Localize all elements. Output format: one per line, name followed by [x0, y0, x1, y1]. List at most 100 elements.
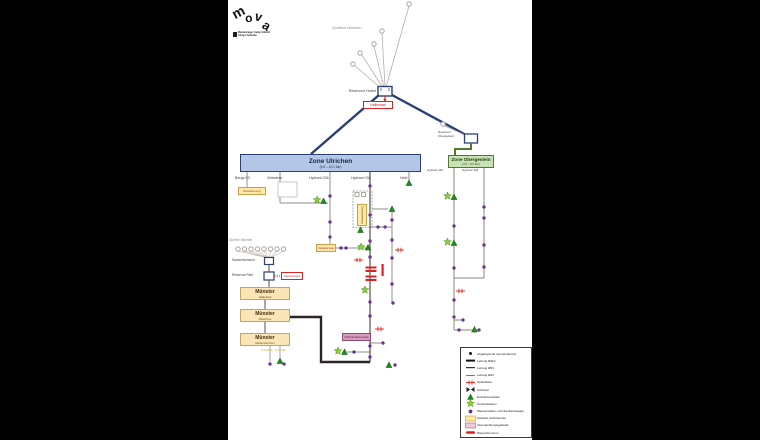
spring-icon	[440, 121, 446, 127]
control-star-icon	[356, 242, 366, 251]
node-dot-icon	[368, 239, 372, 243]
drop-label-3: Hydrant 036	[309, 176, 329, 180]
tap-label-2: Turnhalle	[275, 349, 286, 352]
building-outline	[277, 181, 298, 198]
spring-icon	[254, 246, 261, 252]
collector-box	[263, 256, 275, 266]
node-dot-icon	[339, 246, 343, 250]
offtake-triangle-icon	[276, 357, 284, 364]
legend-label: Abgabepunkt Gemeindenetz	[477, 351, 517, 356]
reservoir-hubel-box	[377, 85, 393, 97]
flush-point-icon	[394, 247, 405, 253]
control-star-icon	[443, 237, 452, 246]
zone-ulrichen-title: Zone Ulrichen	[308, 157, 353, 165]
spring-lines-muenster	[237, 250, 284, 259]
node-dot-icon	[368, 314, 372, 318]
muenster-box-3-title: Münster	[255, 334, 275, 341]
legend-label: Übernachtungsgelände	[477, 423, 509, 428]
ried-red-tag: Notverbund	[281, 272, 303, 280]
node-dot-icon	[282, 362, 286, 366]
red-bar-icon	[381, 264, 384, 276]
legend-row: Wasserstellen und Sanitäranlagen	[461, 408, 531, 415]
green-zone-pipe	[454, 143, 472, 155]
consumer-sanitary-box: Sanitäranlage	[316, 244, 336, 252]
node-dot-icon	[368, 213, 372, 217]
legend-label: Kontrollstellen	[477, 401, 497, 406]
hubel-red-tag: Hallenbad	[363, 101, 393, 109]
node-dot-icon	[368, 255, 372, 259]
legend-label: Schieber	[477, 387, 490, 392]
mova-logo: m o v a Bundeslager Camp fédéral Campo f…	[229, 2, 275, 45]
muenster-box-2: Münster Mittelzone	[240, 309, 290, 322]
spring-sources-ulrichen	[350, 1, 412, 67]
spring-icon	[241, 246, 248, 252]
node-dot-icon	[368, 355, 372, 359]
legend-row: Spülstellen	[461, 379, 531, 386]
node-dot-icon	[482, 216, 486, 220]
node-dot-icon	[482, 205, 486, 209]
drop-label-1: Berge 03	[235, 176, 250, 180]
zone-obergestein-title: Zone Obergestein	[451, 157, 491, 162]
legend-flush-point-icon	[463, 379, 477, 386]
node-dot-icon	[390, 218, 394, 222]
red-bar-icon	[365, 266, 377, 269]
spring-icon	[235, 246, 241, 252]
flush-point-icon	[455, 288, 466, 294]
legend-sanitary-consumer-icon	[463, 415, 477, 422]
logo-subtext: Bundeslager Camp fédéral Campo federale	[238, 31, 270, 38]
reservoir-hubel-label: Reservoir Hubel	[348, 88, 376, 93]
reservoir-obergestein-box	[463, 133, 479, 144]
legend-water-fountain-icon	[463, 429, 477, 436]
spring-icon	[357, 50, 363, 56]
legend-label: Leitung Ø32	[477, 373, 494, 378]
spring-icon	[248, 246, 254, 252]
offtake-triangle-icon	[385, 361, 393, 368]
node-dot-icon	[452, 224, 456, 228]
control-star-icon	[333, 346, 343, 355]
node-dot-icon	[328, 235, 332, 239]
legend-pipe-110-icon	[463, 357, 477, 364]
muenster-box-1: Münster Hallenbad	[240, 287, 290, 300]
legend-label: Spülstellen	[477, 380, 493, 385]
obergestein-drop-label-1: Hydrant 116	[427, 168, 444, 172]
spring-icon	[267, 246, 274, 252]
collector-label: Sammelschacht	[232, 258, 255, 262]
pump-icon	[361, 192, 366, 197]
legend-row: Sanitäre Verbraucher	[461, 415, 531, 422]
node-dot-icon	[368, 184, 372, 188]
legend-row: Leitung Ø110	[461, 357, 531, 364]
zone-obergestein-box: Zone Obergestein (3.5 – 8.5 bar)	[448, 155, 494, 168]
control-star-icon	[312, 195, 322, 204]
muenster-box-1-subtitle: Hallenbad	[258, 294, 272, 299]
offtake-triangle-icon	[320, 197, 327, 204]
legend-row: Schieber	[461, 386, 531, 393]
booster-box: Druckerhöhung	[357, 204, 367, 226]
tap-label-1: Schulhaus	[261, 349, 273, 352]
node-dot-icon	[452, 315, 456, 319]
drop-label-5: Held	[400, 176, 408, 180]
muenster-box-2-subtitle: Mittelzone	[258, 316, 272, 321]
node-dot-icon	[452, 266, 456, 270]
legend-overnight-area-icon	[463, 422, 477, 429]
legend-label: Wasserstellen und Sanitäranlagen	[477, 409, 525, 414]
node-dot-icon	[383, 225, 387, 229]
legend-row: Übernachtungsgelände	[461, 422, 531, 429]
muenster-box-2-title: Münster	[255, 310, 275, 317]
node-dot-icon	[482, 265, 486, 269]
zone-ulrichen-box: Zone Ulrichen (5.6 – 10.1 bar)	[240, 154, 421, 172]
diagram-page: m o v a Bundeslager Camp fédéral Campo f…	[228, 0, 532, 440]
node-dot-icon	[391, 301, 395, 305]
drop-label-2: Zeltwiese	[267, 176, 283, 180]
offtake-triangle-icon	[341, 348, 348, 355]
drop-label-4: Hydrant 038	[351, 176, 371, 180]
spring-lines-ulrichen	[354, 5, 410, 90]
reservoir-obergestein-label-1: Reservoir	[438, 130, 451, 134]
legend-control-point-icon	[463, 399, 477, 408]
offtake-points	[276, 179, 478, 368]
obergestein-drop-label-2: Hydrant 118	[462, 168, 479, 172]
legend-label: Leitung Ø63	[477, 365, 494, 370]
pipe	[269, 346, 281, 362]
muenster-feed-pipe	[290, 315, 370, 364]
spring-sources-muenster	[235, 246, 287, 252]
